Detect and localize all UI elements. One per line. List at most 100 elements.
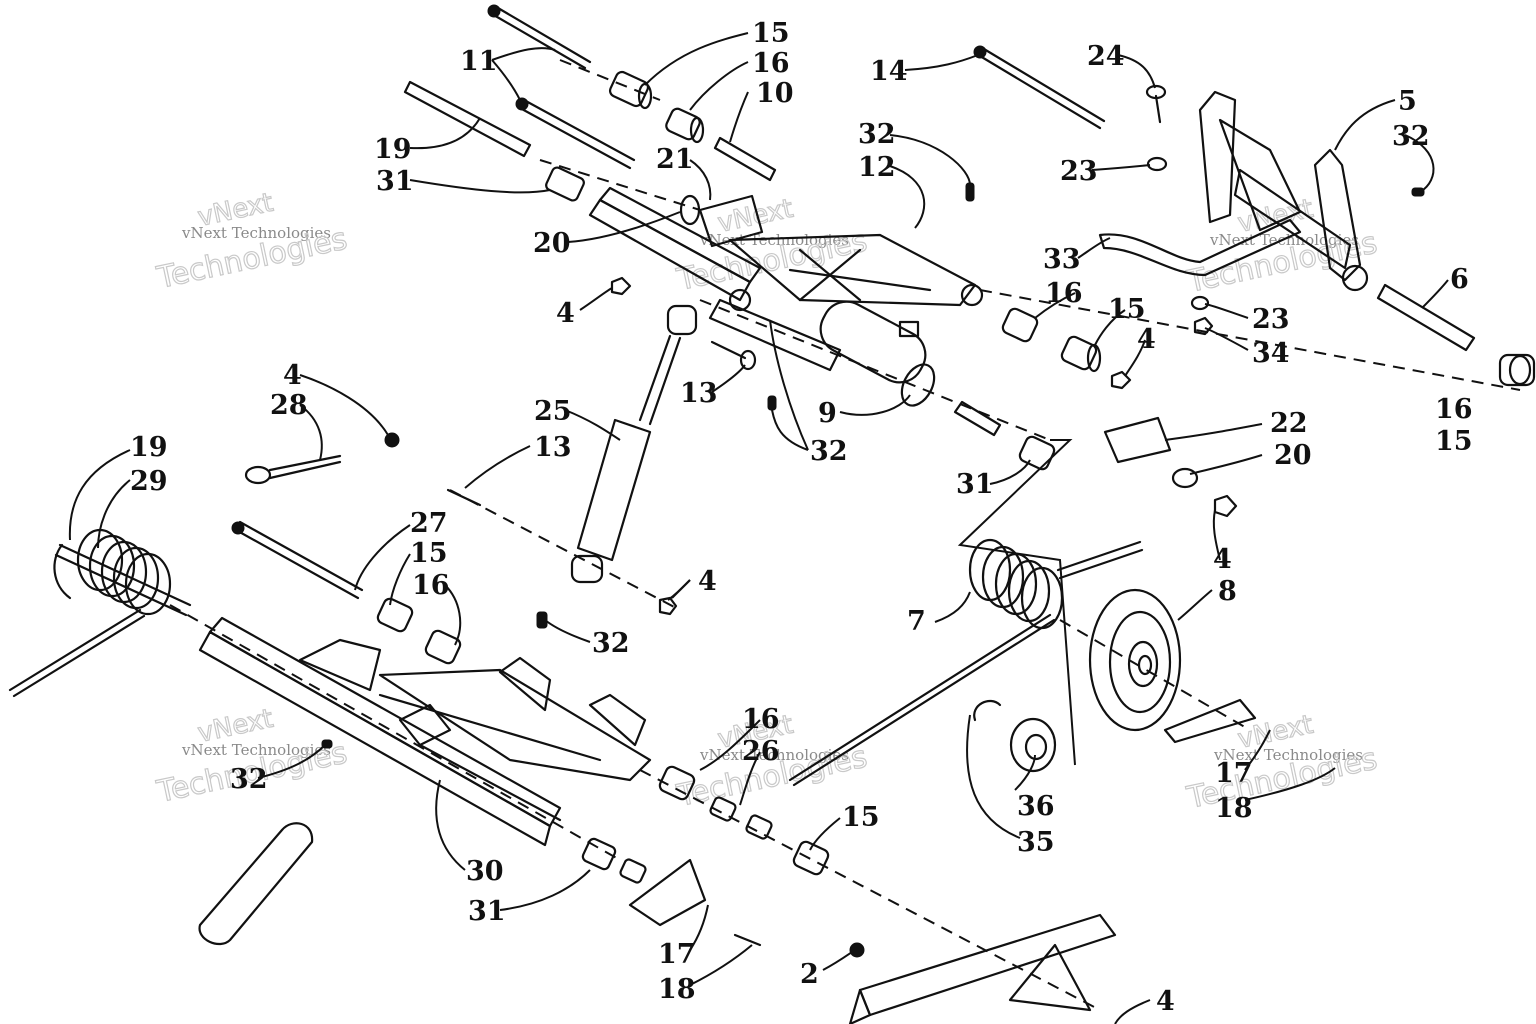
- callout-26: 26: [742, 736, 780, 767]
- strap-33: [1098, 218, 1302, 277]
- upper-parts: [403, 4, 1536, 518]
- bushing-15: [608, 70, 653, 110]
- spring-19-29: [8, 432, 400, 698]
- washer-20: [1171, 467, 1199, 489]
- callout-16: 16: [752, 48, 790, 79]
- callout-15: 15: [842, 802, 880, 833]
- callout-34: 34: [1252, 338, 1290, 369]
- bushing-16: [424, 629, 462, 665]
- bolt-11: [487, 4, 636, 170]
- assembly-lines: [169, 59, 1521, 1011]
- callout-11: 11: [460, 46, 498, 77]
- callout-13: 13: [680, 378, 718, 409]
- washer-23: [1146, 156, 1168, 172]
- washer-20: [679, 194, 701, 226]
- callout-4: 4: [556, 298, 575, 329]
- bolt-13: [446, 488, 482, 507]
- callout-32: 32: [810, 436, 848, 467]
- bushing-31: [581, 837, 617, 871]
- callout-22: 22: [1270, 408, 1308, 439]
- slide-rail: [848, 913, 1117, 1024]
- bushing-16-mid: [1001, 307, 1039, 343]
- nut-4: [1110, 370, 1132, 390]
- callout-20: 20: [533, 228, 571, 259]
- bushing-31: [545, 166, 585, 202]
- watermark-text: vNext Technologies: [699, 746, 849, 764]
- callout-31: 31: [376, 166, 414, 197]
- assembly-bracket-line: [957, 439, 1076, 766]
- lower-bushings: [658, 765, 830, 876]
- leader-lines: [68, 32, 1449, 1024]
- idler-wheel-8: [1088, 588, 1182, 732]
- callout-16: 16: [412, 570, 450, 601]
- watermark-text: vNext Technologies: [1213, 746, 1363, 764]
- callout-9: 9: [818, 398, 837, 429]
- pin-10: [713, 136, 777, 182]
- axis-line: [979, 289, 1521, 391]
- callout-4: 4: [1213, 544, 1232, 575]
- callout-16: 16: [1435, 394, 1473, 425]
- callout-labels: 15 16 10 11 19 31 21 20 14 24 5 32 23 32…: [130, 18, 1473, 1017]
- callout-18: 18: [658, 974, 696, 1005]
- bushing-15: [376, 597, 414, 633]
- callout-28: 28: [270, 390, 308, 421]
- front-arm-12: [588, 186, 984, 407]
- callout-15: 15: [1108, 294, 1146, 325]
- callout-16: 16: [742, 704, 780, 735]
- washer-23: [1190, 295, 1210, 311]
- bolt-24: [1145, 84, 1167, 124]
- axis-line: [539, 159, 701, 211]
- callout-5: 5: [1398, 86, 1417, 117]
- spacer: [619, 858, 647, 884]
- callout-21: 21: [656, 144, 694, 175]
- callout-4: 4: [283, 360, 302, 391]
- callout-35: 35: [1017, 827, 1055, 858]
- callout-23: 23: [1252, 304, 1290, 335]
- callout-25: 25: [534, 396, 572, 427]
- callout-13: 13: [534, 432, 572, 463]
- callout-15: 15: [1435, 426, 1473, 457]
- bolt-14: [973, 45, 1106, 130]
- nut-4: [658, 596, 678, 616]
- rod-6: [1376, 283, 1476, 352]
- watermark-text: vNext Technologies: [181, 224, 331, 242]
- grease-fitting-32: [965, 182, 975, 202]
- callout-20: 20: [1274, 440, 1312, 471]
- bracket-21: [698, 194, 764, 248]
- nut-4: [610, 276, 632, 296]
- spacer: [745, 814, 773, 840]
- watermark-text: vNext Technologies: [181, 741, 331, 759]
- bearing-36: [1009, 717, 1057, 773]
- callout-15: 15: [752, 18, 790, 49]
- bolt-13: [710, 340, 757, 371]
- callout-14: 14: [870, 56, 908, 87]
- callout-33: 33: [1043, 244, 1081, 275]
- bushing-15-mid: [1060, 335, 1102, 373]
- grease-fitting-32: [1411, 187, 1425, 197]
- callout-19: 19: [130, 432, 168, 463]
- callout-30: 30: [466, 856, 504, 887]
- shock-absorber-25: [446, 304, 698, 616]
- bushing-31: [1018, 435, 1056, 471]
- axis-line: [699, 299, 1051, 441]
- callout-15: 15: [410, 538, 448, 569]
- bracket-17: [628, 858, 707, 927]
- bushing-16: [665, 107, 705, 144]
- callout-23: 23: [1060, 156, 1098, 187]
- callout-2: 2: [800, 959, 819, 990]
- spacer: [709, 796, 737, 822]
- callout-31: 31: [956, 469, 994, 500]
- callout-27: 27: [410, 508, 448, 539]
- callout-29: 29: [130, 466, 168, 497]
- bushing-15: [792, 840, 830, 876]
- callout-17: 17: [1215, 758, 1253, 789]
- callout-18: 18: [1215, 793, 1253, 824]
- callout-32: 32: [1392, 121, 1430, 152]
- callout-36: 36: [1017, 791, 1055, 822]
- axis-line: [639, 769, 1101, 1011]
- callout-4: 4: [698, 566, 717, 597]
- spacer: [953, 400, 1002, 437]
- grease-fitting-32: [767, 395, 777, 411]
- bracket-5: [1198, 90, 1369, 292]
